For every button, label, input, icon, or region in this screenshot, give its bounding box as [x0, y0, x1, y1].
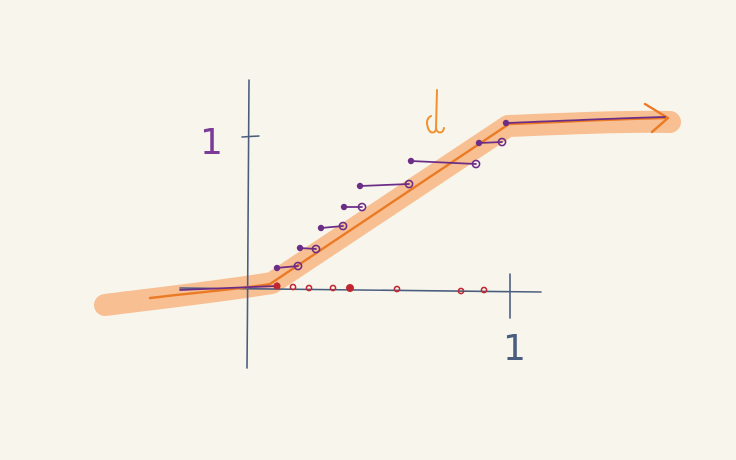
- y-tick-label: 1: [200, 122, 223, 163]
- step-start-dots: [273, 119, 510, 272]
- x-tick-label: 1: [503, 328, 526, 369]
- y-axis-tick: [241, 135, 260, 138]
- highlight-band: [94, 110, 681, 316]
- cdf-curve: [148, 116, 667, 300]
- sample-points: [273, 282, 488, 295]
- step-end-circles: [293, 137, 507, 271]
- annotation-arrow-symbol: [426, 89, 445, 134]
- empirical-steps: [179, 116, 666, 291]
- curve-arrow-head: [643, 102, 670, 134]
- y-axis: [246, 79, 250, 369]
